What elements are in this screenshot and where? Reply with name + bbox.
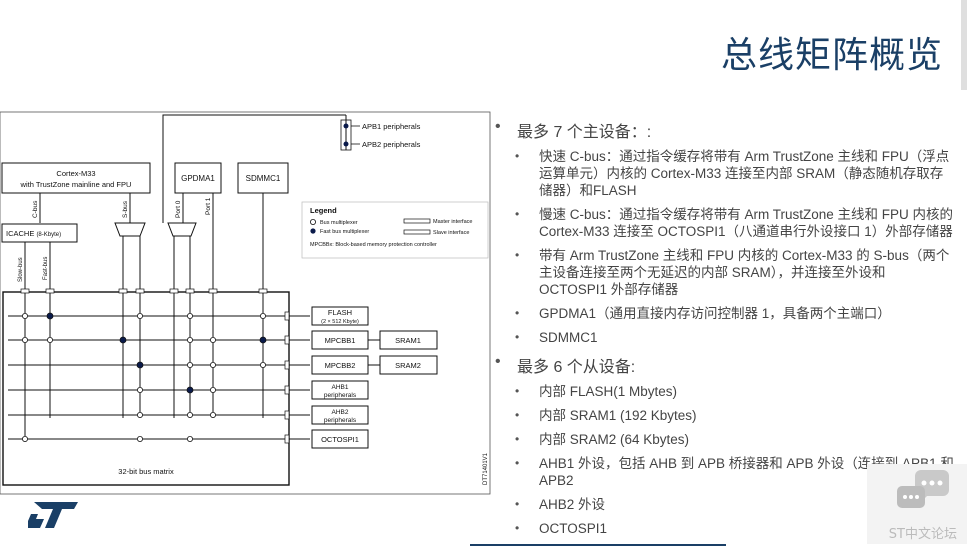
bullet-slaves: 最多 6 个从设备: [493,353,955,377]
flash-label: FLASH [328,308,352,317]
legend-fast-mux: Fast bus multiplexer [320,229,369,235]
ref-code: DT71401V1 [483,452,489,485]
gpdma1-box [174,162,222,194]
s-bus-multiplexer [114,222,146,237]
apb1-label: APB1 peripherals [362,122,421,131]
bullet-masters: 最多 7 个主设备：: [493,118,955,142]
ahb1-label-line1: AHB1 [332,384,349,391]
mpcbb2-label: MPCBB2 [325,361,356,370]
legend-mpcbb: MPCBBx: Block-based memory protection co… [310,242,437,248]
sram2-label: SRAM2 [395,361,421,370]
legend-master: Master interface [433,219,472,225]
forum-watermark-icon [867,464,967,544]
apb2-label: APB2 peripherals [362,140,421,149]
slide-title: 总线矩阵概览 [720,35,943,76]
ahb2-label-line2: peripherals [324,417,357,424]
gpdma-multiplexer [167,222,197,237]
bullet-master-item: 慢速 C-bus：通过指令缓存将带有 Arm TrustZone 主线和 FPU… [493,206,955,240]
legend-slave: Slave interface [433,230,469,236]
bullet-slave-item: 内部 SRAM2 (64 Kbytes) [493,431,955,448]
matrix-label: 32-bit bus matrix [118,467,174,476]
gpdma1-label: GPDMA1 [181,174,215,183]
legend-bus-mux: Bus multiplexer [320,220,358,226]
bullet-slave-item: AHB1 外设，包括 AHB 到 APB 桥接器和 APB 外设（连接到 APB… [493,455,955,489]
sram1-label: SRAM1 [395,336,421,345]
bullet-slave-item: 内部 SRAM1 (192 Kbytes) [493,407,955,424]
bullet-master-item: 带有 Arm TrustZone 主线和 FPU 内核的 Cortex-M33 … [493,247,955,298]
st-logo [28,502,78,528]
bullet-slave-item: AHB2 外设 [493,496,955,513]
legend-box [301,201,489,259]
octospi1-box [311,429,369,449]
cortex-m33-label: Cortex-M33 [56,169,95,178]
octospi1-label: OCTOSPI1 [321,435,359,444]
fast-bus-label: Fast-bus [43,257,49,280]
ahb2-label-line1: AHB2 [332,409,349,416]
s-bus-label: S-bus [122,200,129,218]
port1-label: Port 1 [205,197,212,215]
port0-label: Port 0 [175,200,182,218]
bullet-list: 最多 7 个主设备：: 快速 C-bus：通过指令缓存将带有 Arm Trust… [493,118,955,544]
cortex-m33-box [1,162,151,194]
sram1-box [379,330,438,350]
watermark-text: ST中文论坛 [888,527,957,542]
flash-box [311,306,369,326]
mpcbb1-label: MPCBB1 [325,336,356,345]
bullet-slave-item: OCTOSPI1 [493,520,955,537]
ahb1-label-line2: peripherals [324,392,357,399]
slow-bus-label: Slow-bus [18,257,24,282]
sdmmc1-label: SDMMC1 [246,174,281,183]
bullet-slave-item: 内部 FLASH(1 Mbytes) [493,383,955,400]
scrollbar[interactable] [961,0,967,90]
cortex-m33-sub-label: with TrustZone mainline and FPU [20,180,132,189]
flash-size-label: (2 × 512 Kbyte) [321,319,359,325]
bullet-master-item: 快速 C-bus：通过指令缓存将带有 Arm TrustZone 主线和 FPU… [493,148,955,199]
ahb2-box [311,405,369,425]
bullet-master-item: SDMMC1 [493,329,955,346]
bus-matrix-box [2,291,290,486]
legend-title: Legend [310,206,337,215]
ahb1-box [311,380,369,400]
footer-line [470,544,726,546]
icache-box [1,223,78,243]
icache-label: ICACHE (8-Kbyte) [6,229,61,238]
sram2-box [379,355,438,375]
bus-matrix-diagram: APB1 peripherals APB2 peripherals Cortex… [0,111,491,495]
bullet-master-item: GPDMA1（通用直接内存访问控制器 1，具备两个主端口） [493,305,955,322]
c-bus-label: C-bus [32,200,39,218]
